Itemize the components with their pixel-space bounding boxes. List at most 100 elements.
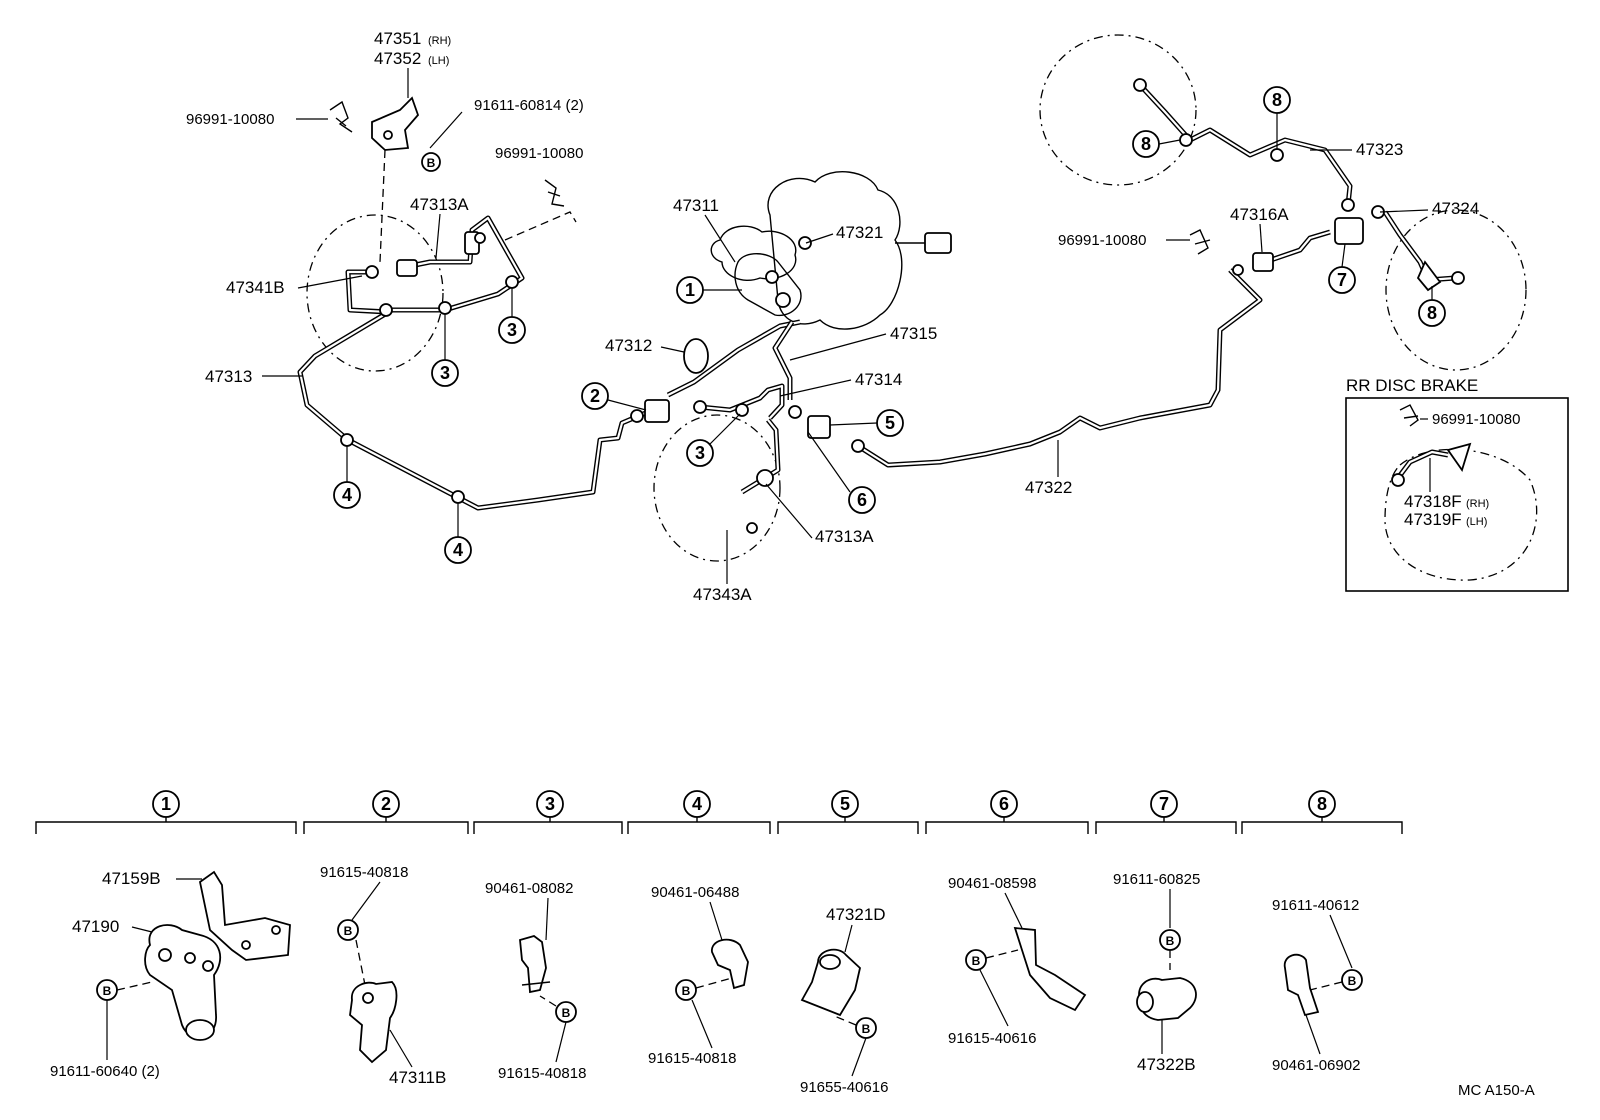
rr-disc-brake-frame [1345, 397, 1569, 592]
label-47319F-side: (LH) [1466, 516, 1487, 528]
label-47322B: 47322B [1137, 1055, 1196, 1074]
fittings [365, 78, 1465, 534]
bolt-b-g8 [1341, 969, 1363, 991]
svg-text:5: 5 [885, 413, 895, 433]
drawing-code: MC A150-A [1458, 1082, 1535, 1099]
rear-left-wheel-outline [1039, 34, 1197, 186]
two-way-union [644, 399, 670, 423]
label-47321D: 47321D [826, 905, 886, 924]
label-91615-40818-g2: 91615-40818 [320, 864, 408, 881]
callout-1: 1 [676, 276, 742, 304]
svg-text:B: B [682, 984, 691, 998]
bracket-47159B-icon [198, 870, 291, 961]
svg-text:B: B [862, 1022, 871, 1036]
bolt-b-g4 [675, 979, 697, 1001]
label-47351-side: (RH) [428, 35, 451, 47]
label-91655-40616: 91655-40616 [800, 1079, 888, 1096]
bracket-47351-icon [371, 96, 420, 151]
union-47311B-icon [349, 981, 398, 1064]
callout-3-c: 3 [686, 413, 741, 467]
callout-8-a: 8 [1132, 130, 1181, 158]
svg-text:8: 8 [1272, 90, 1282, 110]
group-1-header: 1 [35, 790, 297, 834]
label-47322: 47322 [1025, 478, 1072, 497]
label-47318F-side: (RH) [1466, 498, 1489, 510]
group-4-parts: 90461-06488 B 91615-40818 [648, 884, 749, 1067]
label-47311B: 47311B [389, 1068, 446, 1087]
label-91615-40818-g4: 91615-40818 [648, 1050, 736, 1067]
three-way-union [807, 415, 831, 439]
svg-text:4: 4 [453, 540, 463, 560]
svg-text:B: B [562, 1006, 571, 1020]
svg-text:B: B [1166, 934, 1175, 948]
svg-text:8: 8 [1141, 134, 1151, 154]
group-6-parts: 90461-08598 B 91615-40616 [948, 875, 1087, 1047]
label-90461-08598: 90461-08598 [948, 875, 1036, 892]
front-left-wheel-outline [306, 214, 444, 372]
group-3-parts: 90461-08082 B 91615-40818 [485, 880, 586, 1082]
pipe-47324 [1382, 210, 1456, 283]
label-90461-08082: 90461-08082 [485, 880, 573, 897]
union-47322B-icon [1138, 977, 1197, 1021]
svg-text:B: B [972, 954, 981, 968]
label-47324: 47324 [1432, 199, 1479, 218]
label-47159B: 47159B [102, 869, 161, 888]
rr-disc-brake-title: RR DISC BRAKE [1346, 376, 1478, 395]
clamp-90461-08598-icon [1013, 926, 1087, 1012]
svg-text:6: 6 [857, 490, 867, 510]
clip-symbols [329, 96, 1419, 427]
label-47319F: 47319F [1404, 510, 1462, 529]
svg-text:1: 1 [685, 280, 695, 300]
callout-5: 5 [829, 409, 904, 437]
svg-text:8: 8 [1317, 794, 1327, 814]
callout-8-b: 8 [1263, 86, 1291, 149]
bolt-b-upper: B [421, 152, 441, 172]
callout-4-a: 4 [333, 446, 361, 509]
group-headers: 1 2 3 4 5 6 7 [35, 790, 1403, 834]
callout-3-a: 3 [431, 314, 459, 387]
label-47311: 47311 [673, 196, 719, 215]
svg-text:8: 8 [1427, 303, 1437, 323]
label-96991-c: 96991-10080 [1058, 232, 1146, 249]
svg-text:B: B [103, 984, 112, 998]
bolt-b-g2 [337, 919, 359, 941]
pipe-47322 [856, 268, 1263, 468]
label-47343A: 47343A [693, 585, 752, 604]
svg-text:3: 3 [695, 443, 705, 463]
label-47318F: 47318F [1404, 492, 1462, 511]
valve-47190-icon [144, 924, 222, 1039]
master-cylinder-assembly [710, 171, 952, 330]
label-47312: 47312 [605, 336, 652, 355]
svg-text:2: 2 [590, 386, 600, 406]
label-96991-a: 96991-10080 [186, 111, 274, 128]
clip-96991-c-icon [1189, 229, 1211, 255]
pipe-47323 [1138, 83, 1353, 206]
label-96991-d: 96991-10080 [1432, 411, 1520, 428]
bolt-b-g6 [965, 949, 987, 971]
svg-text:3: 3 [507, 320, 517, 340]
hose-47312-loop [683, 338, 709, 374]
label-47315: 47315 [890, 324, 937, 343]
clamp-90461-06902-icon [1283, 953, 1320, 1017]
label-47341B: 47341B [226, 278, 285, 297]
group-1-parts: 47159B 47190 B 91611-60640 (2) [50, 869, 291, 1080]
label-91615-40818-g3: 91615-40818 [498, 1065, 586, 1082]
callout-4-b: 4 [444, 503, 472, 564]
label-47190: 47190 [72, 917, 119, 936]
label-91611-60814: 91611-60814 (2) [474, 97, 584, 114]
group-7-header: 7 [1095, 790, 1237, 834]
svg-text:5: 5 [840, 794, 850, 814]
callout-3-b: 3 [498, 288, 526, 344]
brake-pipes [297, 83, 1456, 511]
label-91615-40616: 91615-40616 [948, 1030, 1036, 1047]
label-47313A-a: 47313A [410, 195, 469, 214]
clamp-dots [340, 133, 1284, 504]
label-47352-side: (LH) [428, 55, 449, 67]
group-8-header: 8 [1241, 790, 1403, 834]
label-90461-06488: 90461-06488 [651, 884, 739, 901]
group-4-header: 4 [627, 790, 771, 834]
clamp-90461-08082-icon [519, 935, 547, 994]
label-96991-b: 96991-10080 [495, 145, 583, 162]
label-47321: 47321 [836, 223, 883, 242]
svg-text:B: B [427, 156, 436, 170]
